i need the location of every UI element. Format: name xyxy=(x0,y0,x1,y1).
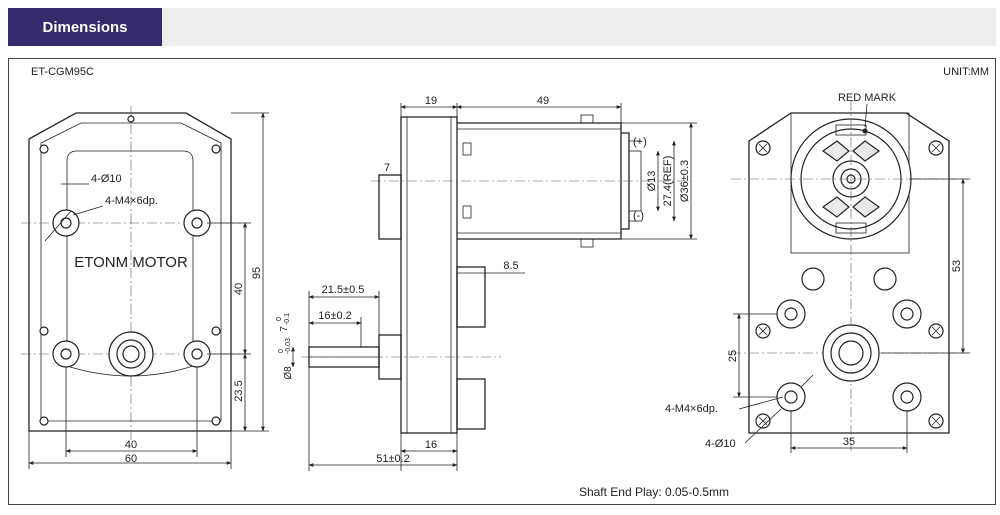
rear-dim-53: 53 xyxy=(951,260,963,272)
rear-mount-hole-bottom-right-inner xyxy=(900,390,914,404)
red-mark-dot xyxy=(862,128,868,134)
model-label: ET-CGM95C xyxy=(31,66,94,78)
rear-hole-spec-2: 4-Ø10 xyxy=(705,438,736,450)
brush-plate-2 xyxy=(852,140,881,162)
front-hole-spec-2: 4-M4×6dp. xyxy=(105,195,158,207)
rear-mount-hole-top-left-inner xyxy=(784,307,798,321)
section-header: Dimensions xyxy=(0,0,1000,52)
front-dim-40-horizontal: 40 xyxy=(125,439,137,451)
motor-vent-1 xyxy=(462,142,472,156)
rear-screw-mid-left xyxy=(755,323,771,339)
front-view-motor-window xyxy=(66,150,194,377)
mount-hole-bottom-right-inner xyxy=(191,348,203,360)
corner-hole-top-right xyxy=(211,144,221,154)
motor-can xyxy=(457,122,622,240)
shaft-dia: Ø8 xyxy=(283,366,294,380)
side-dim-13: Ø13 xyxy=(646,171,658,192)
terminal-minus-label: (-) xyxy=(633,210,644,222)
rear-dim-25: 25 xyxy=(727,350,739,362)
rear-mount-hole-bottom-left-inner xyxy=(784,390,798,404)
rear-leader-1 xyxy=(738,396,784,410)
corner-hole-top-left xyxy=(39,144,49,154)
rear-screw-bottom-left xyxy=(755,413,771,429)
mount-hole-bottom-left-inner xyxy=(60,348,72,360)
motor-tab-bottom xyxy=(580,238,594,248)
shaft-tol-upper: 0 xyxy=(278,349,285,353)
dimension-drawing-frame: ET-CGM95C UNIT:MM Shaft End Play: 0.05-0… xyxy=(8,58,996,505)
front-dim-40-vertical: 40 xyxy=(233,283,245,295)
rear-mount-hole-top-right-inner xyxy=(900,307,914,321)
side-boss-upper xyxy=(378,174,402,240)
corner-hole-bottom-left xyxy=(39,416,49,426)
mount-hole-top-right-inner xyxy=(191,217,203,229)
brand-label: ETONM MOTOR xyxy=(74,254,188,271)
tab-dimensions[interactable]: Dimensions xyxy=(8,8,162,46)
gearbox-body xyxy=(400,116,458,434)
dimension-drawing: ET-CGM95C UNIT:MM Shaft End Play: 0.05-0… xyxy=(21,66,989,499)
side-dim-49: 49 xyxy=(537,95,549,107)
mount-hole-top-left-inner xyxy=(60,217,72,229)
terminal-plus-label: (+) xyxy=(633,136,647,148)
side-dim-51: 51±0.2 xyxy=(376,453,410,465)
side-view: 19 49 7 (+) (-) Ø13 27.4(REF) Ø36±0.3 8.… xyxy=(276,95,697,471)
side-dim-19: 19 xyxy=(425,95,437,107)
rear-round-hole-right xyxy=(873,267,897,291)
brush-plate-1 xyxy=(821,140,850,162)
rear-screw-bottom-right xyxy=(928,413,944,429)
front-leader-3 xyxy=(44,210,72,242)
rear-screw-top-right xyxy=(928,140,944,156)
front-dim-23-5: 23.5 xyxy=(233,380,245,401)
tab-strip: Dimensions xyxy=(8,8,996,46)
front-leader-2 xyxy=(72,205,104,216)
side-dim-16-tol: 16±0.2 xyxy=(318,310,352,322)
rear-view: RED MARK 53 25 4-M4×6dp. xyxy=(665,92,971,453)
front-dim-60: 60 xyxy=(125,453,137,465)
front-view: 4-Ø10 4-M4×6dp. ETONM MOTOR 40 95 23.5 4… xyxy=(21,106,269,469)
rear-round-hole-left xyxy=(801,267,825,291)
rear-leader-1b xyxy=(800,374,814,388)
flat-tol-upper: 0 xyxy=(276,317,283,321)
front-hole-spec-1: 4-Ø10 xyxy=(91,173,122,185)
front-view-outline xyxy=(28,112,232,432)
corner-hole-top-center xyxy=(127,115,135,123)
side-boss-mid xyxy=(456,266,486,328)
flat-tol-lower: -0.1 xyxy=(284,313,291,325)
brush-plate-3 xyxy=(821,196,850,218)
rear-screw-mid-right xyxy=(928,323,944,339)
rear-hole-spec-1: 4-M4×6dp. xyxy=(665,403,718,415)
red-mark-leader xyxy=(864,103,868,128)
corner-hole-bottom-right xyxy=(211,416,221,426)
motor-tab-top xyxy=(580,114,594,124)
rear-screw-top-left xyxy=(755,140,771,156)
unit-label: UNIT:MM xyxy=(943,66,989,78)
side-dim-27-4: 27.4(REF) xyxy=(662,156,674,207)
side-dim-7: 7 xyxy=(384,162,390,174)
rear-leader-2 xyxy=(744,408,782,444)
output-shaft xyxy=(122,345,140,363)
rear-output-boss-inner xyxy=(838,340,864,366)
side-dim-36: Ø36±0.3 xyxy=(679,160,691,202)
red-mark-label: RED MARK xyxy=(838,92,897,104)
rear-dim-35: 35 xyxy=(843,436,855,448)
side-dim-8-5: 8.5 xyxy=(503,260,518,272)
flat-dim: 7 xyxy=(279,326,290,332)
shaft-end-play-note: Shaft End Play: 0.05-0.5mm xyxy=(579,485,729,499)
brush-plate-4 xyxy=(852,196,881,218)
corner-hole-mid-left xyxy=(39,326,49,336)
side-boss-low xyxy=(456,378,486,430)
shaft-tol-lower: -0.03 xyxy=(285,338,292,354)
front-dim-95: 95 xyxy=(251,267,263,279)
motor-vent-2 xyxy=(462,205,472,219)
corner-hole-mid-right xyxy=(211,326,221,336)
side-dim-21-5: 21.5±0.5 xyxy=(322,284,365,296)
side-dim-16: 16 xyxy=(425,439,437,451)
